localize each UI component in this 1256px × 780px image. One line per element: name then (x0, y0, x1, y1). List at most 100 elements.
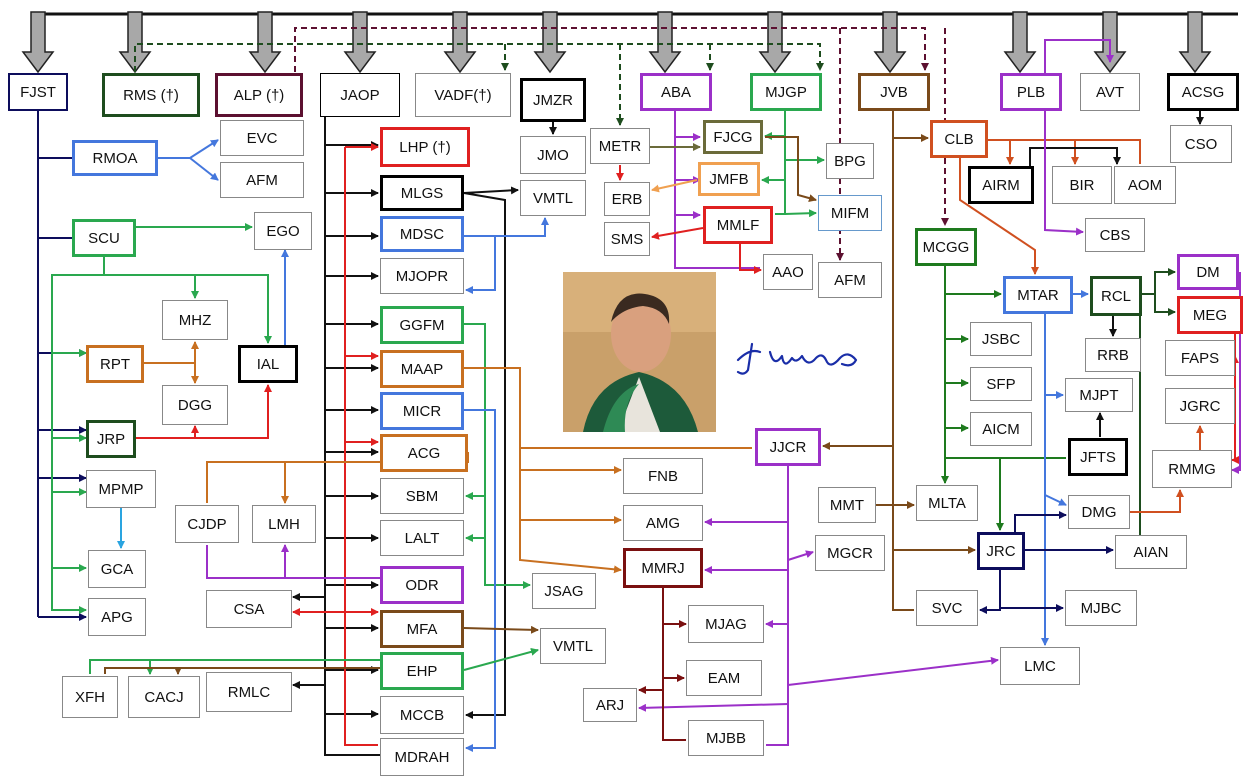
connector (674, 111, 760, 269)
connector (464, 409, 496, 752)
connector (892, 111, 914, 611)
node-arj: ARJ (583, 688, 637, 722)
node-mpmp: MPMP (86, 470, 156, 508)
node-maap: MAAP (380, 350, 464, 388)
node-cacj: CACJ (128, 676, 200, 718)
node-afm2: AFM (818, 262, 882, 298)
connector (739, 244, 762, 274)
node-mjag: MJAG (688, 605, 764, 643)
node-jaop: JAOP (320, 73, 400, 117)
connector (1044, 111, 1084, 236)
node-dgg: DGG (162, 385, 228, 425)
connector (1029, 147, 1121, 166)
descent-arrow (443, 11, 477, 74)
node-plb: PLB (1000, 73, 1062, 111)
node-aicm: AICM (970, 412, 1032, 446)
node-mccb: MCCB (380, 696, 464, 734)
node-rcl: RCL (1090, 276, 1142, 316)
node-svc: SVC (916, 590, 978, 626)
node-aom: AOM (1114, 166, 1176, 204)
connector (136, 384, 272, 439)
descent-arrow (248, 11, 282, 74)
connector (104, 274, 272, 344)
node-lhp: LHP (†) (380, 127, 470, 167)
node-jfts: JFTS (1068, 438, 1128, 476)
connector (324, 117, 380, 756)
connector (206, 545, 380, 579)
connector (959, 158, 1039, 275)
node-mcgg: MCGG (915, 228, 977, 266)
node-aba: ABA (640, 73, 712, 111)
connector (1044, 39, 1114, 73)
node-cbs: CBS (1085, 218, 1145, 252)
node-mifm: MIFM (818, 195, 882, 231)
connector (787, 550, 814, 561)
node-dmg: DMG (1068, 495, 1130, 529)
node-rmmg: RMMG (1152, 450, 1232, 488)
node-mjbc: MJBC (1065, 590, 1137, 626)
node-metr: METR (590, 128, 650, 164)
connector (979, 570, 1001, 614)
node-mjopr: MJOPR (380, 258, 464, 294)
portrait-photo (563, 272, 716, 432)
node-odr: ODR (380, 566, 464, 604)
connector (136, 425, 199, 439)
connector (1130, 489, 1184, 513)
descent-arrow (118, 11, 152, 74)
node-vadf: VADF(†) (415, 73, 511, 117)
node-apg: APG (88, 598, 146, 636)
node-micr: MICR (380, 392, 464, 430)
connector (988, 139, 1141, 164)
connector (464, 235, 496, 294)
node-alp: ALP (†) (215, 73, 303, 117)
node-mgcr: MGCR (815, 535, 885, 571)
node-faps: FAPS (1165, 340, 1235, 376)
descent-arrow (343, 11, 377, 74)
node-rrb: RRB (1085, 338, 1141, 372)
node-lalt: LALT (380, 520, 464, 556)
connector (638, 703, 789, 712)
node-sbm: SBM (380, 478, 464, 514)
node-mmt: MMT (818, 487, 876, 523)
connector (463, 647, 539, 671)
connector (463, 625, 539, 634)
connector (104, 667, 380, 674)
node-jrp: JRP (86, 420, 136, 458)
node-airm: AIRM (968, 166, 1034, 204)
node-mtar: MTAR (1003, 276, 1073, 314)
node-acsg: ACSG (1167, 73, 1239, 111)
node-cso: CSO (1170, 125, 1232, 163)
node-jmzr: JMZR (520, 78, 586, 122)
connector (765, 136, 817, 202)
node-jjcr: JJCR (755, 428, 821, 466)
connector (1044, 494, 1067, 506)
connector (206, 452, 469, 503)
node-scu: SCU (72, 219, 136, 257)
node-aao: AAO (763, 254, 813, 290)
node-jvb: JVB (858, 73, 930, 111)
signature (736, 342, 858, 375)
node-jsag: JSAG (532, 573, 596, 609)
descent-arrow (21, 11, 55, 74)
node-mmlf: MMLF (703, 206, 773, 244)
connector (104, 274, 199, 299)
node-fjst: FJST (8, 73, 68, 111)
node-rmlc: RMLC (206, 672, 292, 712)
connector (662, 588, 686, 741)
connector (464, 323, 531, 589)
node-jmo: JMO (520, 136, 586, 174)
node-rmoa: RMOA (72, 140, 158, 176)
node-aian: AIAN (1115, 535, 1187, 569)
connector (463, 192, 506, 719)
node-mdrah: MDRAH (380, 738, 464, 776)
node-mmrj: MMRJ (623, 548, 703, 588)
node-fjcg: FJCG (703, 120, 763, 154)
node-mhz: MHZ (162, 300, 228, 340)
node-clb: CLB (930, 120, 988, 158)
connector (1014, 511, 1067, 532)
node-mdsc: MDSC (380, 216, 464, 252)
node-mjgp: MJGP (750, 73, 822, 111)
connector (1231, 272, 1241, 474)
